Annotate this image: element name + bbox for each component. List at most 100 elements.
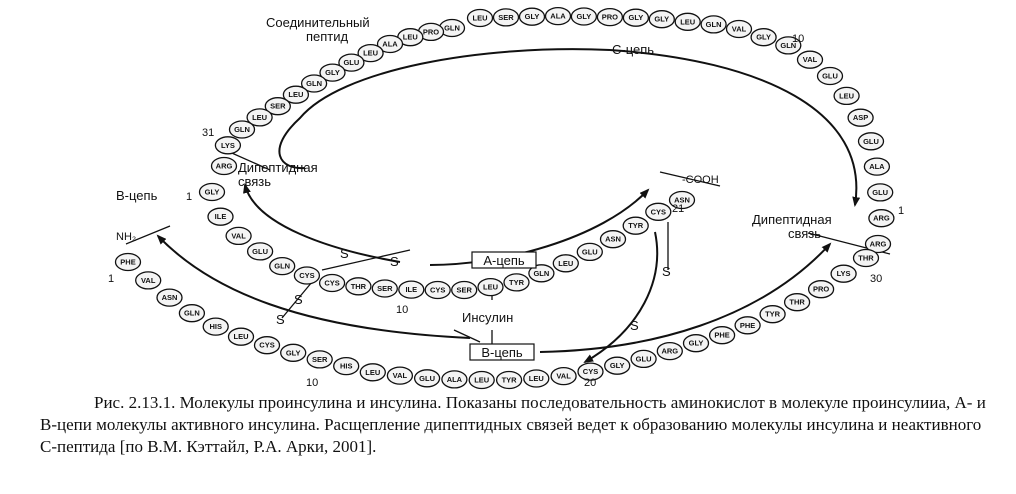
a-chain-residue-ellipse: [599, 230, 627, 249]
c-chain-residue-label: SER: [498, 13, 514, 22]
cooh-label: -COOH: [682, 174, 719, 186]
c-chain-residue-18: GLU: [857, 132, 885, 151]
c-chain-left-residue-label: ARG: [216, 162, 233, 171]
b-chain-residue-label: GLU: [419, 374, 435, 383]
b-chain-residue-ellipse: [253, 336, 281, 355]
c-chain-residue-label: GLU: [872, 188, 888, 197]
c-chain-residue-3: GLY: [518, 7, 546, 26]
c-chain-residue-label: GLY: [629, 13, 644, 22]
b-chain-residue-ellipse: [495, 370, 523, 390]
c-chain-residue-1: LEU: [466, 8, 494, 28]
c-chain-residue-ellipse: [700, 15, 727, 34]
a-chain-residue-ellipse: [207, 207, 234, 226]
c-chain-residue-7: GLY: [622, 8, 650, 27]
a-chain-residue-18: ASN: [599, 230, 627, 249]
c-chain-number-31: 31: [202, 127, 214, 139]
a-chain-residue-label: GLU: [252, 247, 268, 256]
a-chain-residue-label: ILE: [215, 212, 227, 221]
c-chain-residue-ellipse: [596, 7, 624, 27]
b-chain-residue-label: THR: [858, 254, 874, 263]
c-chain-residue-9: LEU: [674, 12, 701, 31]
b-chain-residue-label: THR: [789, 298, 805, 307]
c-chain-residue-ellipse: [863, 157, 891, 176]
disulfide-s-2: S: [390, 254, 399, 269]
c-chain-left-residue-9: LEU: [282, 85, 310, 104]
b-chain-residue-23: GLY: [682, 334, 710, 353]
a-chain-residue-ellipse: [503, 273, 530, 292]
c-chain-residue-19: ALA: [863, 157, 891, 176]
b-chain-residue-label: ALA: [447, 375, 463, 384]
b-chain-box-label: В-цепь: [481, 345, 523, 360]
a-chain-residue-ellipse: [225, 226, 252, 246]
b-chain-right-arrow: [539, 242, 832, 353]
c-chain-left-residue-ellipse: [210, 156, 238, 176]
b-chain-residue-ellipse: [830, 264, 857, 283]
c-chain-left-residue-label: LYS: [221, 141, 235, 150]
b-chain-residue-ellipse: [523, 369, 550, 388]
b-chain-residue-5: HIS: [202, 317, 229, 336]
b-chain-residue-label: PHE: [120, 258, 135, 267]
b-chain-residue-30: THR: [852, 248, 880, 268]
b-chain-residue-19: CYS: [577, 362, 604, 381]
c-chain-residue-label: LEU: [839, 91, 854, 100]
a-chain-residue-17: GLU: [576, 242, 603, 262]
b-chain-residue-11: LEU: [359, 363, 386, 382]
dipeptide-right-label-2: связь: [788, 226, 821, 241]
c-chain-left-residue-ellipse: [338, 53, 365, 72]
disulfide-s-3: S: [294, 292, 303, 307]
a-chain-residue-ellipse: [622, 216, 649, 235]
a-chain-residue-ellipse: [269, 256, 296, 276]
a-chain-residue-ellipse: [424, 280, 451, 300]
c-chain-residue-ellipse: [750, 28, 777, 47]
b-chain-residue-label: ASN: [162, 293, 178, 302]
c-chain-residue-ellipse: [867, 183, 894, 202]
b-chain-residue-10: HIS: [333, 356, 360, 376]
b-chain-residue-label: GLY: [689, 339, 704, 348]
disulfide-s-5: S: [662, 264, 671, 279]
insulin-label: Инсулин: [462, 310, 513, 325]
c-chain-residue-label: ARG: [870, 240, 887, 249]
b-chain-residue-9: SER: [306, 350, 333, 369]
c-chain-residue-ellipse: [847, 108, 874, 127]
b-chain-residue-label: CYS: [583, 367, 598, 376]
b-chain-residue-label: TYR: [502, 376, 518, 385]
b-chain-residue-ellipse: [386, 366, 414, 385]
b-chain-residue-ellipse: [333, 356, 360, 376]
b-chain-residue-4: GLN: [178, 304, 206, 323]
a-chain-residue-ellipse: [576, 242, 603, 262]
c-chain-left-residue-6: GLU: [338, 53, 365, 72]
cooh-pointer-line: [659, 171, 721, 187]
c-chain-number-1: 1: [898, 205, 904, 217]
a-chain-residue-ellipse: [451, 280, 478, 300]
b-chain-residue-ellipse: [227, 327, 255, 346]
c-chain-left-residue-label: ALA: [382, 40, 398, 49]
a-chain-residue-9: SER: [371, 279, 398, 298]
c-chain-left-residue-ellipse: [246, 108, 273, 127]
b-chain-residue-18: VAL: [550, 366, 577, 386]
a-chain-number-21: 21: [672, 203, 684, 215]
c-chain-left-residue-7: GLY: [319, 63, 346, 82]
c-chain-residue-ellipse: [833, 86, 860, 106]
b-chain-residue-label: LEU: [529, 374, 544, 383]
c-chain-residue-ellipse: [868, 209, 895, 228]
c-chain-residue-8: GLY: [648, 10, 675, 29]
b-chain-residue-label: GLU: [636, 354, 652, 363]
c-chain-left-residue-label: GLN: [444, 24, 460, 33]
a-chain-residue-label: TYR: [509, 278, 525, 287]
c-chain-residue-11: VAL: [725, 19, 753, 39]
c-chain-residue-16: LEU: [833, 86, 860, 106]
b-chain-residue-ellipse: [759, 305, 786, 324]
b-chain-residue-16: TYR: [495, 370, 523, 390]
a-chain-residue-3: VAL: [225, 226, 252, 246]
b-chain-residue-15: LEU: [468, 370, 495, 390]
a-chain-residue-10: ILE: [398, 280, 425, 299]
c-chain-left-residue-ellipse: [376, 34, 404, 54]
c-chain-residue-17: ASP: [847, 108, 874, 127]
c-chain-residue-ellipse: [648, 10, 675, 29]
c-chain-left-residue-label: PRO: [423, 27, 439, 36]
a-chain-residue-label: LEU: [483, 283, 498, 292]
